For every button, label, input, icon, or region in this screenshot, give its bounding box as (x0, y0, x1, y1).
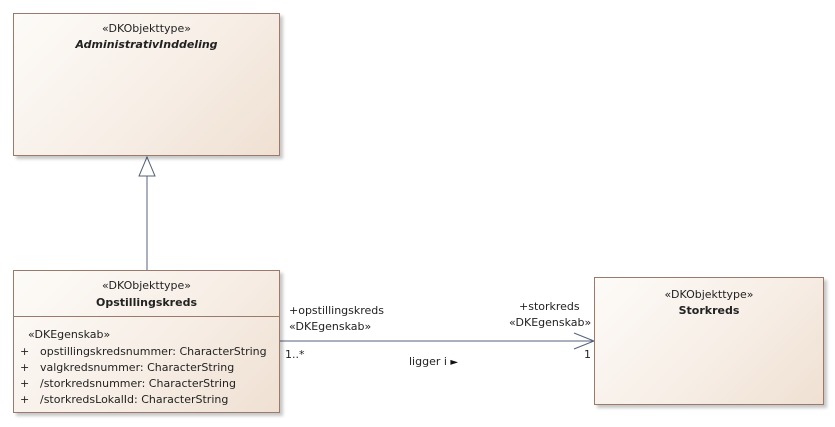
visibility-marker: + (20, 361, 30, 374)
visibility-marker: + (20, 345, 30, 358)
association-name-text: ligger i (409, 355, 447, 368)
class-stereotype: «DKObjekttype» (664, 288, 754, 301)
source-role-stereotype: «DKEgenskab» (289, 320, 372, 333)
attribute-text: /storkredsnummer: CharacterString (40, 377, 236, 390)
attributes-stereotype: «DKEgenskab» (28, 328, 111, 341)
class-opstillingskreds[interactable]: «DKObjekttype» Opstillingskreds «DKEgens… (13, 270, 280, 413)
attribute-row[interactable]: + /storkredsLokalId: CharacterString (20, 393, 228, 406)
target-multiplicity: 1 (584, 348, 591, 361)
visibility-marker: + (20, 377, 30, 390)
source-role-label: +opstillingskreds (289, 304, 385, 317)
attribute-row[interactable]: + /storkredsnummer: CharacterString (20, 377, 236, 390)
direction-arrow-icon: ► (450, 357, 459, 368)
attribute-text: opstillingskredsnummer: CharacterString (40, 345, 267, 358)
class-name: Opstillingskreds (96, 296, 197, 309)
attribute-text: valgkredsnummer: CharacterString (40, 361, 235, 374)
class-name: Storkreds (678, 304, 740, 317)
generalization-arrowhead (138, 155, 156, 177)
target-role-label: +storkreds (519, 300, 580, 313)
class-administrativ-inddeling[interactable]: «DKObjekttype» AdministrativInddeling (13, 13, 280, 156)
attribute-text: /storkredsLokalId: CharacterString (40, 393, 229, 406)
class-storkreds[interactable]: «DKObjekttype» Storkreds (594, 277, 824, 405)
class-stereotype: «DKObjekttype» (101, 22, 192, 35)
class-name: AdministrativInddeling (75, 38, 218, 51)
attribute-row[interactable]: + valgkredsnummer: CharacterString (20, 361, 234, 374)
class-stereotype: «DKObjekttype» (101, 279, 192, 292)
association-name: ligger i ► (409, 355, 458, 368)
attribute-row[interactable]: + opstillingskredsnummer: CharacterString (20, 345, 267, 358)
compartment-divider (14, 316, 279, 317)
target-role-stereotype: «DKEgenskab» (509, 316, 592, 329)
visibility-marker: + (20, 393, 30, 406)
source-multiplicity: 1..* (285, 348, 305, 361)
